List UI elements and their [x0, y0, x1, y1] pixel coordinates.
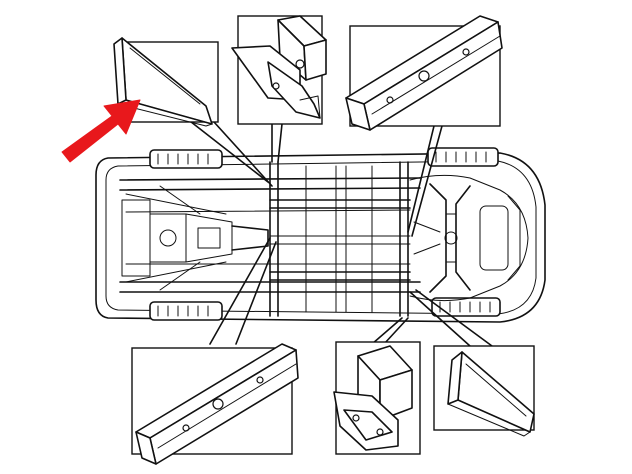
- box-bracket-part-icon: [333, 345, 413, 451]
- callout-top-right: [345, 15, 503, 131]
- leader-lines: [185, 117, 493, 347]
- tapered-sill-part-icon: [113, 37, 213, 127]
- cross-members: [269, 161, 409, 317]
- box-bracket-part-icon: [231, 15, 327, 119]
- wheel-front-top: [149, 149, 223, 169]
- vehicle-underbody: [95, 147, 546, 323]
- rear-structure: [409, 174, 529, 302]
- wheel-front-bottom: [149, 301, 223, 321]
- callout-bottom-right: [433, 345, 535, 437]
- long-channel-beam-part-icon: [345, 15, 503, 131]
- callout-top-center: [231, 15, 327, 125]
- body-inner-outline: [105, 160, 537, 315]
- long-channel-beam-part-icon: [135, 343, 299, 465]
- tapered-sill-part-icon: [447, 351, 535, 437]
- front-structure: [121, 185, 269, 291]
- body-outline: [95, 152, 546, 323]
- wheel-rear-bottom: [431, 297, 501, 317]
- arrow-icon: [61, 99, 141, 163]
- callout-bottom-left: [131, 343, 299, 465]
- wheel-rear-top: [427, 147, 499, 167]
- callout-bottom-center: [333, 341, 421, 455]
